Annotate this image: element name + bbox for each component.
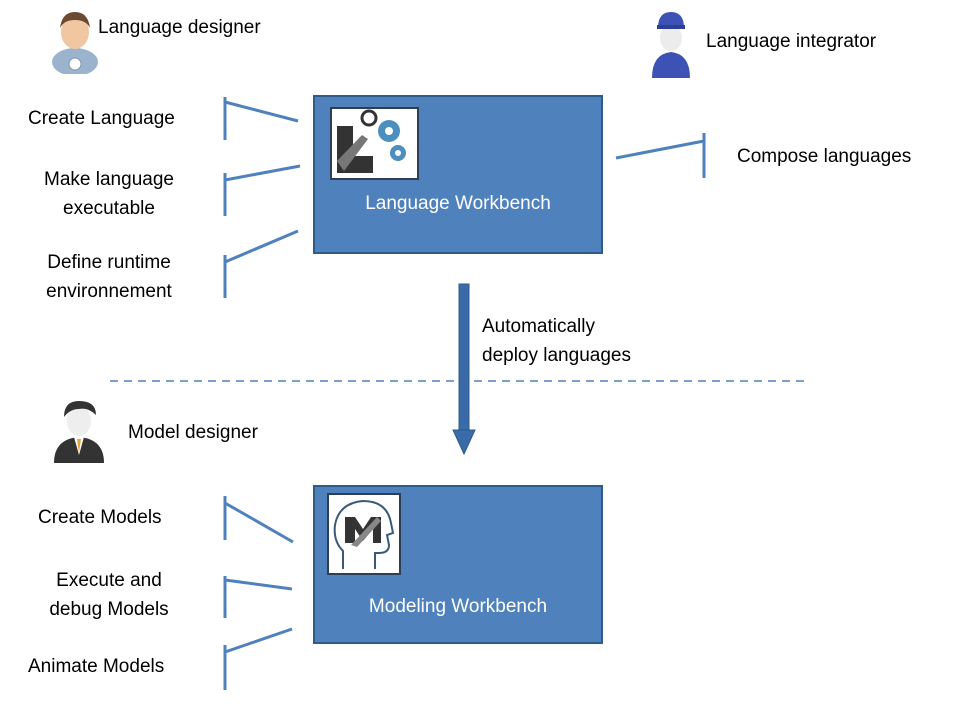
- task-execute-debug-line2: debug Models: [49, 599, 169, 620]
- language-integrator-label: Language integrator: [706, 31, 877, 52]
- user-icon: [52, 12, 98, 76]
- model-designer-avatar: [52, 395, 106, 463]
- language-workbench-logo: [330, 107, 419, 180]
- user-icon: [652, 12, 690, 78]
- task-execute-debug: Execute and debug Models: [18, 566, 200, 624]
- runtime-link: [224, 229, 299, 264]
- task-animate-models: Animate Models: [28, 656, 165, 677]
- task-make-executable-line2: executable: [63, 198, 155, 219]
- language-designer-avatar: [50, 6, 100, 76]
- create-models-link: [224, 501, 294, 544]
- model-designer-label: Model designer: [128, 422, 258, 443]
- task-make-executable-line1: Make language: [44, 169, 174, 190]
- modeling-workbench-box: Modeling Workbench: [313, 485, 603, 644]
- deploy-label: Automatically deploy languages: [482, 312, 631, 370]
- task-define-runtime-line1: Define runtime: [47, 252, 171, 273]
- deploy-arrow: [452, 283, 476, 456]
- task-define-runtime-line2: environnement: [46, 281, 172, 302]
- head-logo-icon: [333, 499, 395, 569]
- deploy-label-line2: deploy languages: [482, 345, 631, 366]
- executable-link: [224, 164, 301, 182]
- language-integrator-avatar: [650, 8, 692, 80]
- lw-task-connectors: [223, 97, 706, 298]
- create-language-link: [224, 100, 299, 123]
- language-workbench-title: Language Workbench: [365, 193, 551, 214]
- user-icon: [54, 401, 104, 463]
- gears-icon: [337, 109, 406, 173]
- mw-task-connectors: [223, 496, 294, 690]
- compose-link: [615, 139, 705, 160]
- task-make-executable: Make language executable: [18, 165, 200, 223]
- modeling-workbench-logo: [327, 493, 401, 575]
- modeling-workbench-title: Modeling Workbench: [368, 596, 548, 617]
- compose-languages-label: Compose languages: [737, 146, 912, 167]
- task-create-language: Create Language: [28, 108, 175, 129]
- language-designer-label: Language designer: [98, 17, 261, 38]
- task-define-runtime: Define runtime environnement: [18, 248, 200, 306]
- language-workbench-box: Language Workbench: [313, 95, 603, 254]
- task-create-models: Create Models: [38, 507, 162, 528]
- deploy-label-line1: Automatically: [482, 316, 595, 337]
- execute-link: [224, 578, 293, 591]
- animate-link: [224, 627, 293, 654]
- task-execute-debug-line1: Execute and: [56, 570, 162, 591]
